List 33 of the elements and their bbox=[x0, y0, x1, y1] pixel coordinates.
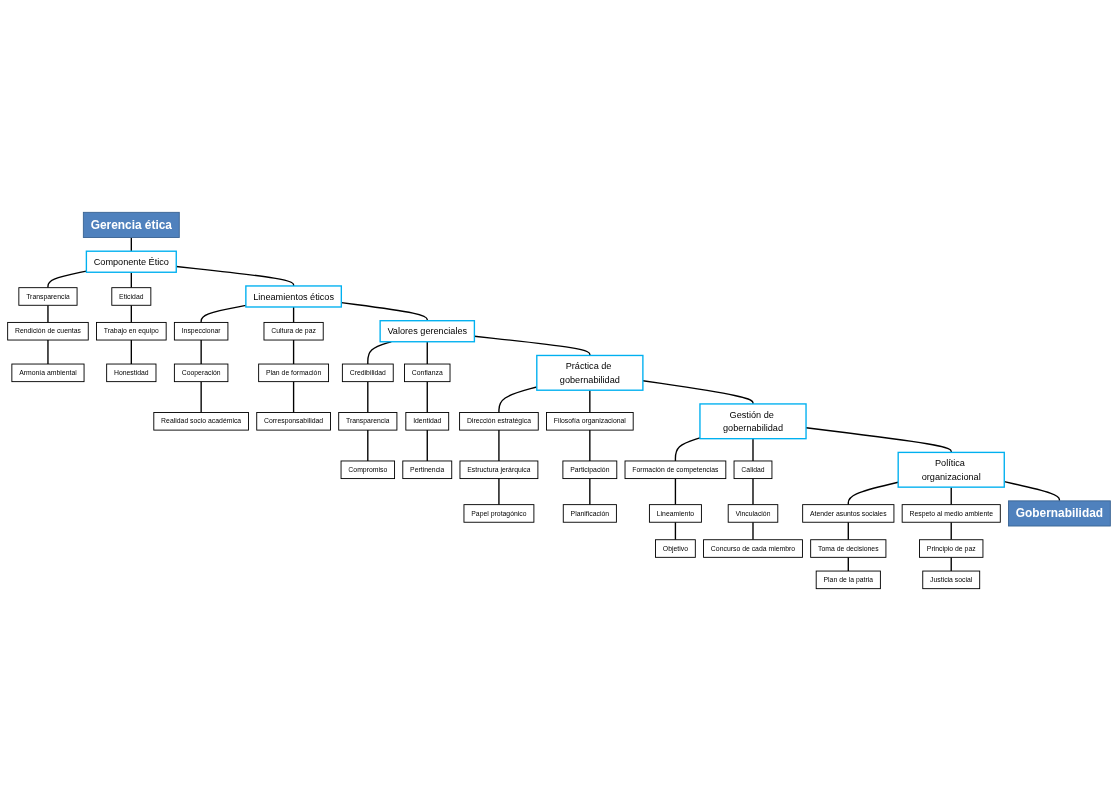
connector bbox=[367, 380, 369, 414]
connector bbox=[200, 339, 202, 365]
connector bbox=[292, 380, 295, 414]
connector bbox=[589, 429, 591, 462]
node-box: Política organizacional bbox=[897, 451, 1005, 488]
connector bbox=[498, 429, 500, 462]
connector bbox=[47, 304, 49, 324]
node-box: Gobernabilidad bbox=[1008, 500, 1111, 527]
connector bbox=[498, 477, 500, 506]
connector bbox=[752, 477, 754, 506]
connector bbox=[589, 389, 591, 414]
connector bbox=[130, 339, 132, 365]
connector bbox=[47, 339, 49, 365]
connector bbox=[292, 339, 295, 365]
connector bbox=[367, 429, 369, 462]
connector bbox=[642, 380, 754, 405]
connector bbox=[752, 438, 754, 462]
node-box: Gerencia ética bbox=[82, 211, 180, 238]
connector bbox=[847, 481, 899, 506]
node-box: Lineamientos éticos bbox=[245, 285, 342, 308]
connector bbox=[367, 341, 392, 365]
node-box: Gestión de gobernabilidad bbox=[699, 403, 807, 440]
connector bbox=[752, 521, 754, 541]
connector bbox=[674, 437, 701, 462]
connector bbox=[589, 477, 591, 506]
connector bbox=[200, 380, 202, 414]
connector bbox=[426, 429, 428, 462]
node-box: Práctica de gobernabilidad bbox=[536, 354, 644, 391]
connector bbox=[426, 341, 428, 365]
node-box: Valores gerenciales bbox=[379, 320, 476, 343]
node-box: Componente Ético bbox=[85, 250, 177, 273]
connector bbox=[426, 380, 428, 414]
connector bbox=[674, 477, 677, 506]
